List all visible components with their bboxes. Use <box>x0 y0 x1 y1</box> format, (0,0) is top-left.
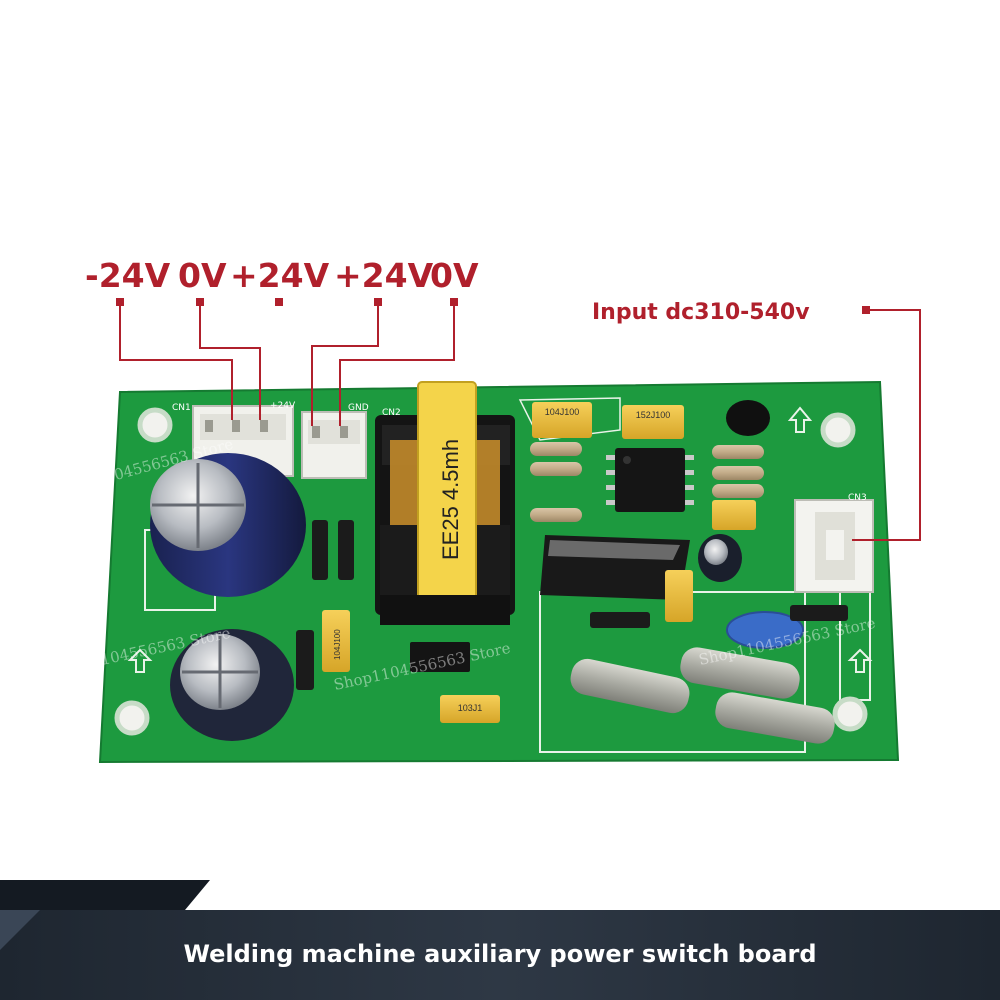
banner-title: Welding machine auxiliary power switch b… <box>183 940 817 968</box>
label-neg24v: -24V <box>85 256 171 295</box>
film-capacitor: 104J100 152J100 104J100 103J1 <box>322 402 756 723</box>
electrolytic-capacitor-large <box>150 453 306 597</box>
svg-text:152J100: 152J100 <box>636 410 671 420</box>
gnd-label: GND <box>348 403 369 413</box>
watermark: Shop1104556563 Store <box>366 310 545 374</box>
transformer-ee25: EE25 4.5mh <box>375 381 515 625</box>
label-0v-1: 0V <box>178 256 227 295</box>
callout-lines <box>119 302 921 541</box>
electrolytic-capacitor-small <box>170 629 294 741</box>
power-resistor <box>570 647 835 744</box>
transistor <box>726 400 770 436</box>
svg-text:104J100: 104J100 <box>545 407 580 417</box>
label-input-voltage: Input dc310-540v <box>592 300 810 325</box>
bottom-banner <box>0 880 1000 1000</box>
electrolytic-capacitor-mini <box>698 534 742 582</box>
power-mosfet <box>540 535 690 600</box>
cn2-label: CN2 <box>382 408 401 418</box>
svg-text:103J1: 103J1 <box>458 703 483 713</box>
connector-cn3 <box>794 499 874 593</box>
label-0v-2: 0V <box>430 256 479 295</box>
label-pos24v-1: +24V <box>230 256 330 295</box>
mounting-hole <box>114 407 868 736</box>
label-pos24v-2: +24V <box>334 256 434 295</box>
svg-text:104J100: 104J100 <box>333 629 342 660</box>
resistor <box>530 442 764 522</box>
ceramic-capacitor-blue <box>726 611 804 649</box>
plus24-silk: +24V <box>270 401 296 411</box>
transformer-label: EE25 4.5mh <box>438 439 463 560</box>
cn1-label: CN1 <box>172 403 191 413</box>
cn3-label: CN3 <box>848 493 867 503</box>
ic-chip <box>606 448 694 512</box>
diode <box>296 520 848 690</box>
callout-dots <box>116 298 870 314</box>
